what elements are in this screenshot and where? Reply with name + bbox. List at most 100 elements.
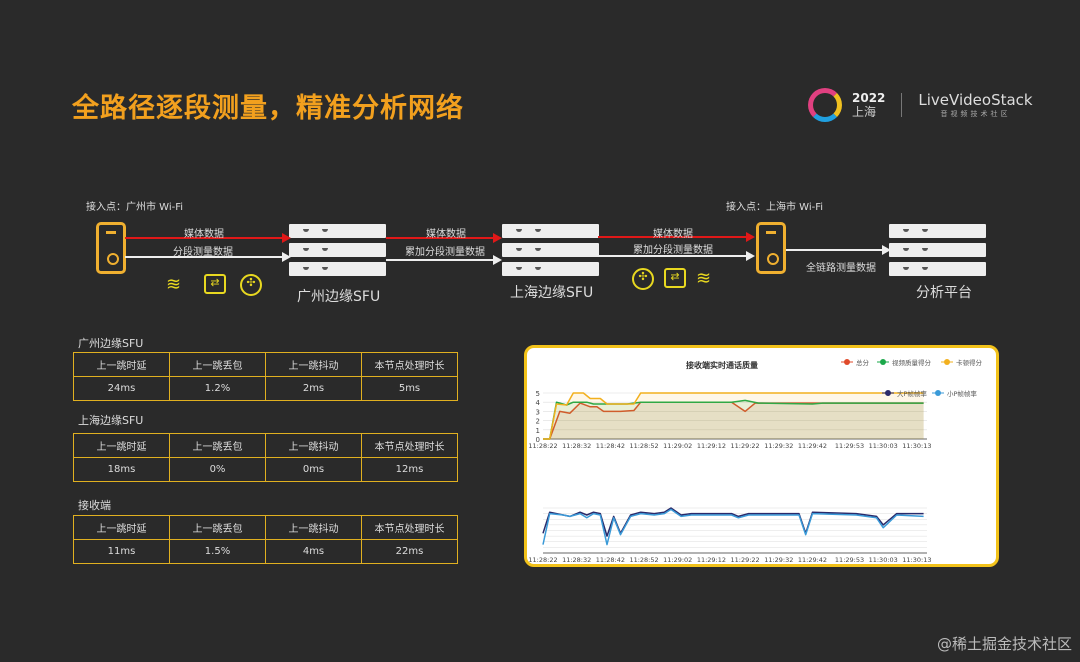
server-unit [289,224,386,238]
x-tick-label: 11:29:32 [764,442,793,450]
column-header: 上一跳时延 [73,515,170,540]
x-tick-label: 11:29:53 [835,442,864,450]
y-tick-label: 1 [536,427,540,435]
access-point-sh: 接入点：上海市 Wi-Fi [726,202,824,213]
media-arrow-1 [125,237,288,239]
sender-phone-icon [96,222,126,274]
table-cell: 18ms [73,457,170,482]
arrowhead [282,252,291,262]
x-tick-label: 11:28:52 [629,556,658,564]
column-header: 上一跳抖动 [265,433,362,458]
column-header: 上一跳丢包 [169,433,266,458]
x-tick-label: 11:29:22 [731,442,760,450]
table-cell: 0ms [265,457,362,482]
x-tick-label: 11:30:03 [869,556,898,564]
wifi-icon: ≋ [166,274,182,295]
x-tick-label: 11:28:32 [562,442,591,450]
table-header-row: 上一跳时延上一跳丢包上一跳抖动本节点处理时长 [73,515,458,540]
access-point-gz: 接入点：广州市 Wi-Fi [86,202,184,213]
server-unit [502,243,599,257]
legend-label[interactable]: 卡顿得分 [956,358,983,367]
label-media-2: 媒体数据 [426,229,466,240]
legend-label[interactable]: 总分 [856,358,870,367]
table-header-row: 上一跳时延上一跳丢包上一跳抖动本节点处理时长 [73,433,458,458]
arrowhead [493,255,502,265]
server-unit [889,243,986,257]
legend-marker[interactable] [944,359,950,365]
legend-marker[interactable] [844,359,850,365]
legend-marker[interactable] [935,390,941,396]
acc-arrow-2 [386,259,499,261]
arrowhead [746,232,755,242]
y-tick-label: 4 [536,399,541,407]
arrowhead [282,233,291,243]
server-unit [289,243,386,257]
series-line-0 [543,401,924,440]
chart-title: 接收端实时通话质量 [686,360,758,370]
column-header: 上一跳丢包 [169,352,266,377]
table-title: 接收端 [78,499,111,512]
label-media-1: 媒体数据 [184,229,224,240]
legend-label[interactable]: 小P帧帧率 [947,389,977,398]
wifi-icon: ≋ [696,268,712,289]
column-header: 本节点处理时长 [361,352,458,377]
y-tick-label: 5 [536,390,540,398]
x-tick-label: 11:28:32 [562,556,591,564]
table-cell: 5ms [361,376,458,401]
column-header: 上一跳丢包 [169,515,266,540]
server-unit [502,224,599,238]
x-tick-label: 11:28:42 [596,556,625,564]
table-cell: 22ms [361,539,458,564]
media-arrow-3 [598,236,750,238]
column-header: 本节点处理时长 [361,433,458,458]
table-cell: 2ms [265,376,362,401]
table-cell: 4ms [265,539,362,564]
x-tick-label: 11:29:02 [663,556,692,564]
x-tick-label: 11:28:52 [629,442,658,450]
x-tick-label: 11:29:22 [731,556,760,564]
legend-marker[interactable] [885,390,891,396]
x-tick-label: 11:30:13 [902,442,931,450]
switch-icon: ⇄ [664,268,686,288]
x-tick-label: 11:30:03 [869,442,898,450]
table-cell: 0% [169,457,266,482]
y-tick-label: 2 [536,418,540,426]
switch-icon: ⇄ [204,274,226,294]
column-header: 上一跳时延 [73,433,170,458]
column-header: 上一跳时延 [73,352,170,377]
series-line-2 [543,392,924,440]
legend-label[interactable]: 大P帧帧率 [897,389,927,398]
table-cell: 1.5% [169,539,266,564]
logo-city: 上海 [852,105,877,119]
table-title: 上海边缘SFU [78,414,144,427]
event-logo-ring-icon [808,88,842,122]
legend-marker[interactable] [880,359,886,365]
series-line-0 [542,507,924,537]
series-area [543,402,924,439]
label-full: 全链路测量数据 [806,263,876,274]
sh-sfu-label: 上海边缘SFU [510,285,594,301]
page-title: 全路径逐段测量，精准分析网络 [72,93,464,124]
watermark: @稀土掘金技术社区 [936,635,1072,653]
table-cell: 12ms [361,457,458,482]
series-area [543,393,924,439]
table-header-row: 上一跳时延上一跳丢包上一跳抖动本节点处理时长 [73,352,458,377]
column-header: 上一跳抖动 [265,352,362,377]
legend-label[interactable]: 视频质量得分 [892,358,932,367]
arrowhead [493,233,502,243]
gz-sfu-label: 广州边缘SFU [297,289,381,305]
media-arrow-2 [386,237,499,239]
logo-sub: 音视频技术社区 [940,110,1011,118]
table-cell: 1.2% [169,376,266,401]
x-tick-label: 11:29:12 [697,442,726,450]
x-tick-label: 11:29:42 [798,556,827,564]
server-unit [289,262,386,276]
y-tick-label: 0 [536,436,540,444]
label-media-3: 媒体数据 [653,229,693,240]
